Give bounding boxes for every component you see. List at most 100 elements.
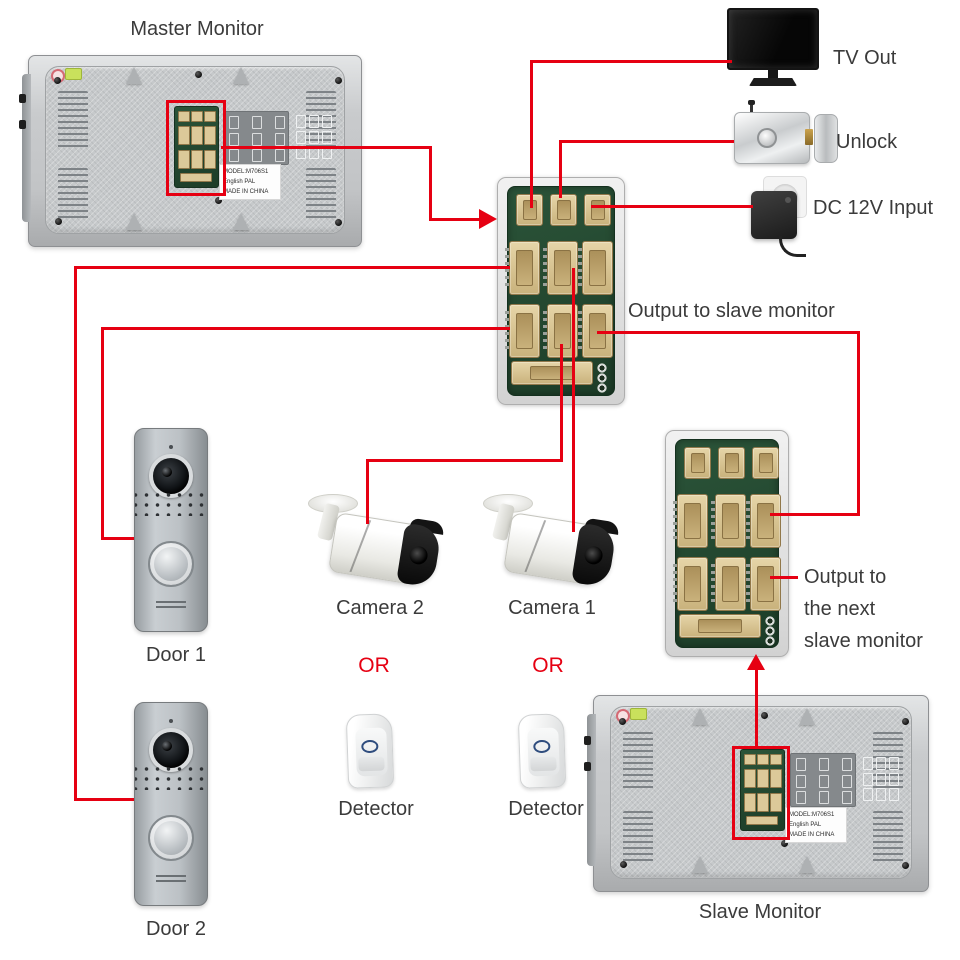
detector-body [345,713,395,789]
mini-connector-long [746,816,778,825]
detector-body [517,713,567,789]
wire-output-slave [770,513,860,516]
wire-output-slave [857,331,860,516]
silkscreen-mark [229,132,239,146]
connector-socket-long [511,361,593,385]
mounting-hole [765,616,775,626]
screw [215,197,222,204]
model-label: MODEL:M706S1 English PAL MADE IN CHINA [785,807,847,843]
connector-socket [711,557,746,611]
wire-door2 [74,798,134,801]
wire-camera2 [560,344,563,462]
screw [619,718,626,725]
wire-camera2 [366,459,563,462]
master-monitor-title: Master Monitor [130,18,264,40]
door-camera-lens [149,454,193,498]
silkscreen-mark [842,774,852,788]
vent-grille [58,91,88,149]
mount-tab [233,67,249,84]
wire-arrowhead [747,654,765,670]
mini-connector [744,754,756,765]
connector-socket [718,447,745,479]
silkscreen-mark [252,149,262,162]
wire-door1 [101,327,510,330]
wire-camera2 [366,459,369,524]
mini-connector [770,769,782,788]
camera-seam [349,520,372,573]
mounting-hole [765,626,775,636]
connector-socket [711,494,746,548]
monitor-side-button [19,94,26,103]
silkscreen-mark [275,116,285,129]
wire-door1 [101,537,134,540]
silkscreen-mark [296,115,306,128]
output-slave-label: Output to slave monitor [628,300,835,322]
silkscreen-mark [796,774,806,788]
mount-tab [233,213,249,230]
screw [781,840,788,847]
qc-sticker [65,68,82,80]
connector-pcb-small [174,106,219,188]
silkscreen-mark [889,772,899,786]
tv-stand [768,69,778,78]
vent-grille [306,168,336,220]
output-next-line3: slave monitor [804,630,923,652]
silkscreen-mark [876,757,886,770]
wire-master-to-board [429,218,481,221]
slave-monitor-back: MODEL:M706S1 English PAL MADE IN CHINA [584,695,929,892]
silkscreen-mark [252,116,262,129]
screw [902,862,909,869]
mounting-hole [765,636,775,646]
mini-connector [770,754,782,765]
camera-body [327,512,445,588]
silkscreen-legend [790,753,856,807]
detector-left-label: Detector [338,798,414,820]
door-station-1 [134,428,208,632]
adapter-cable [779,236,806,257]
mount-tab [799,708,815,725]
bullet-camera-2 [305,490,445,590]
mini-connector [204,126,216,145]
output-next-line1: Output to [804,566,887,588]
or-text-right: OR [532,654,564,677]
silkscreen-mark [796,758,806,771]
silkscreen-mark [309,130,319,144]
wire-unlock [559,140,562,198]
model-label-line: MODEL:M706S1 [223,169,269,175]
lock-antenna [748,100,755,114]
silkscreen-mark [322,130,332,144]
slave-monitor-title: Slave Monitor [698,901,822,923]
silkscreen-mark [863,788,873,801]
wire-camera1 [572,268,575,532]
mic-hole [169,719,173,723]
monitor-side-edge [22,74,31,223]
silkscreen-legend [291,111,337,163]
unlock-label: Unlock [836,131,898,153]
detector-lens [530,756,557,772]
wire-output-next [770,576,798,579]
door1-label: Door 1 [145,644,207,666]
silkscreen-mark [229,116,239,129]
screw [335,219,342,226]
silkscreen-mark [889,757,899,770]
monitor-side-button [19,120,26,129]
mini-connector [204,150,216,169]
wire-master-to-board [429,146,432,221]
pir-detector-right [517,713,567,789]
model-label-line: MODEL:M706S1 [789,812,835,818]
connector-socket [684,447,711,479]
silkscreen-mark [309,115,319,128]
camera-lens [583,545,604,566]
camera-lens [408,545,429,566]
model-label: MODEL:M706S1 English PAL MADE IN CHINA [219,164,281,200]
silkscreen-mark [322,115,332,128]
silkscreen-mark [863,772,873,786]
silkscreen-mark [275,149,285,162]
ir-led-panel [135,767,207,790]
detector-right-label: Detector [508,798,584,820]
mount-tab [126,67,142,84]
model-label-line: English PAL [223,179,256,185]
lock-body [734,112,813,164]
silkscreen-legend [858,753,904,805]
